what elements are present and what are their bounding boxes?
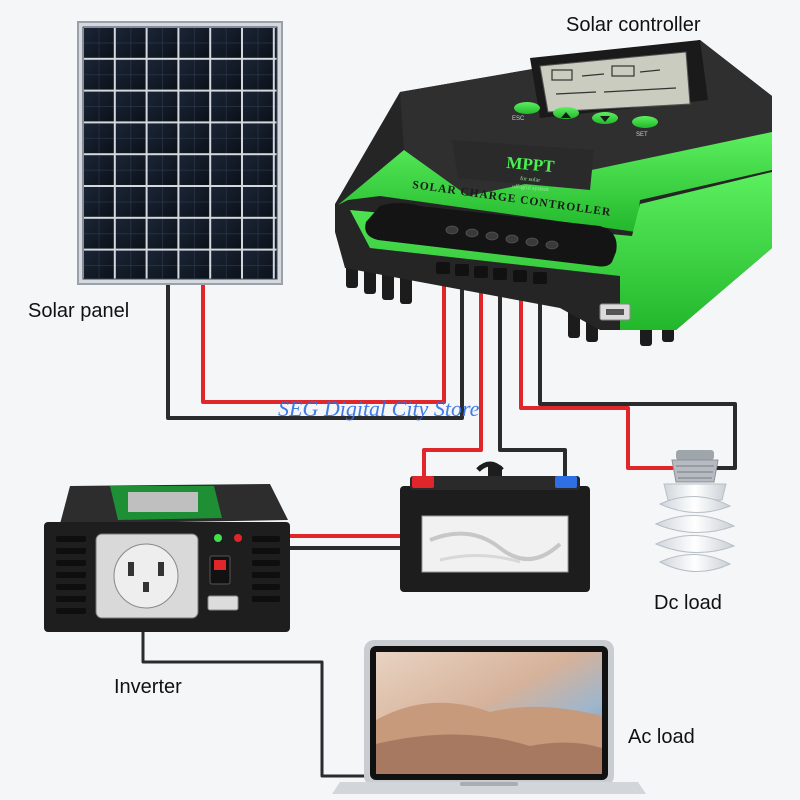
charge-controller-icon: ESC SET MPPT for solar off-grid system S…	[335, 40, 772, 346]
label-ac-load: Ac load	[628, 726, 695, 748]
label-inverter: Inverter	[114, 676, 182, 698]
label-dc-load: Dc load	[654, 592, 722, 614]
watermark-text: SEG Digital City Store	[278, 396, 480, 421]
controller-usb-port-icon	[599, 303, 631, 321]
label-solar-controller: Solar controller	[566, 14, 701, 36]
wire-panel-positive	[201, 268, 446, 404]
button-label-set: SET	[636, 132, 648, 138]
button-label-esc: ESC	[512, 116, 525, 122]
solar-panel-icon	[77, 21, 283, 285]
wire-panel-negative	[166, 268, 464, 420]
wire-ac-output	[141, 630, 382, 778]
controller-subtitle-2: off-grid system	[512, 183, 550, 193]
wire-load-negative	[538, 268, 737, 470]
wire-load-positive	[519, 268, 674, 470]
wires	[141, 268, 737, 778]
controller-button-1	[514, 102, 540, 114]
wire-battery-negative	[498, 268, 567, 484]
battery-icon	[400, 461, 590, 592]
label-solar-panel: Solar panel	[28, 300, 130, 322]
controller-subtitle-1: for solar	[520, 175, 541, 184]
controller-brand: MPPT	[506, 153, 556, 176]
wire-battery-positive	[422, 268, 483, 484]
inverter-icon	[44, 484, 290, 632]
controller-button-4	[632, 116, 658, 128]
light-bulb-icon	[654, 450, 736, 573]
laptop-icon	[332, 640, 646, 794]
lcd-screen	[539, 51, 691, 113]
